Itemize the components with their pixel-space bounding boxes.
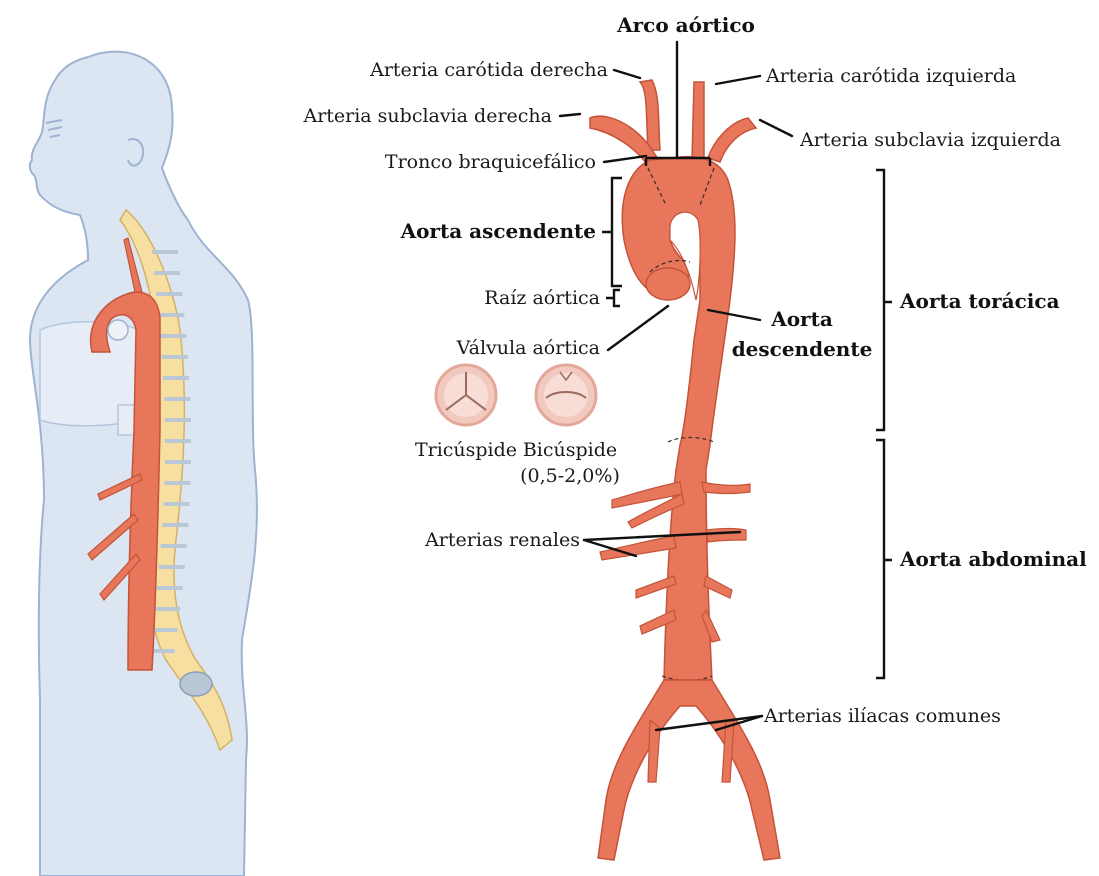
intervertebral-disc	[152, 628, 178, 632]
sacrum	[180, 672, 212, 696]
label-arterias-renales: Arterias renales	[424, 529, 580, 551]
intervertebral-disc	[165, 460, 191, 464]
intervertebral-disc	[154, 607, 180, 611]
intervertebral-disc	[157, 586, 183, 590]
intervertebral-disc	[164, 502, 190, 506]
intervertebral-disc	[162, 523, 188, 527]
label-aorta-descendente-line1: Aorta	[770, 307, 833, 331]
intervertebral-disc	[162, 355, 188, 359]
intervertebral-disc	[165, 481, 191, 485]
label-carotida-izquierda: Arteria carótida izquierda	[765, 65, 1016, 87]
body-heart-valve	[108, 320, 128, 340]
label-tronco-braquicefalico: Tronco braquicefálico	[385, 151, 596, 173]
intervertebral-disc	[158, 313, 184, 317]
common-iliac-arteries	[598, 680, 780, 860]
intervertebral-disc	[165, 439, 191, 443]
label-subclavia-derecha: Arteria subclavia derecha	[302, 105, 552, 127]
label-bicuspide-prevalence: (0,5-2,0%)	[520, 465, 620, 487]
label-aorta-abdominal: Aorta abdominal	[899, 547, 1087, 571]
label-aorta-toracica: Aorta torácica	[899, 289, 1060, 313]
label-tricuspide: Tricúspide	[415, 439, 517, 461]
label-bicuspide: Bicúspide	[523, 439, 617, 461]
left-renal-artery	[706, 529, 746, 543]
bicuspid-valve-icon	[536, 365, 596, 425]
intervertebral-disc	[156, 292, 182, 296]
intervertebral-disc	[161, 544, 187, 548]
label-aorta-descendente-line2: descendente	[732, 337, 873, 361]
intervertebral-disc	[163, 376, 189, 380]
intervertebral-disc	[165, 418, 191, 422]
intervertebral-disc	[159, 565, 185, 569]
intervertebral-disc	[152, 250, 178, 254]
label-arterias-iliacas: Arterias ilíacas comunes	[763, 705, 1001, 727]
label-subclavia-izquierda: Arteria subclavia izquierda	[799, 129, 1061, 151]
label-arco-aortico: Arco aórtico	[616, 13, 755, 37]
intervertebral-disc	[160, 334, 186, 338]
left-subclavian-artery	[708, 118, 756, 162]
left-carotid-artery	[692, 82, 704, 160]
intervertebral-disc	[164, 397, 190, 401]
intervertebral-disc	[154, 271, 180, 275]
label-aorta-ascendente: Aorta ascendente	[400, 219, 596, 243]
label-valvula-aortica: Válvula aórtica	[456, 337, 600, 359]
aortic-root-bulb	[646, 268, 690, 300]
human-body-illustration	[30, 52, 257, 876]
tricuspid-valve-icon	[436, 365, 496, 425]
label-carotida-derecha: Arteria carótida derecha	[369, 59, 608, 81]
label-raiz-aortica: Raíz aórtica	[484, 287, 600, 309]
